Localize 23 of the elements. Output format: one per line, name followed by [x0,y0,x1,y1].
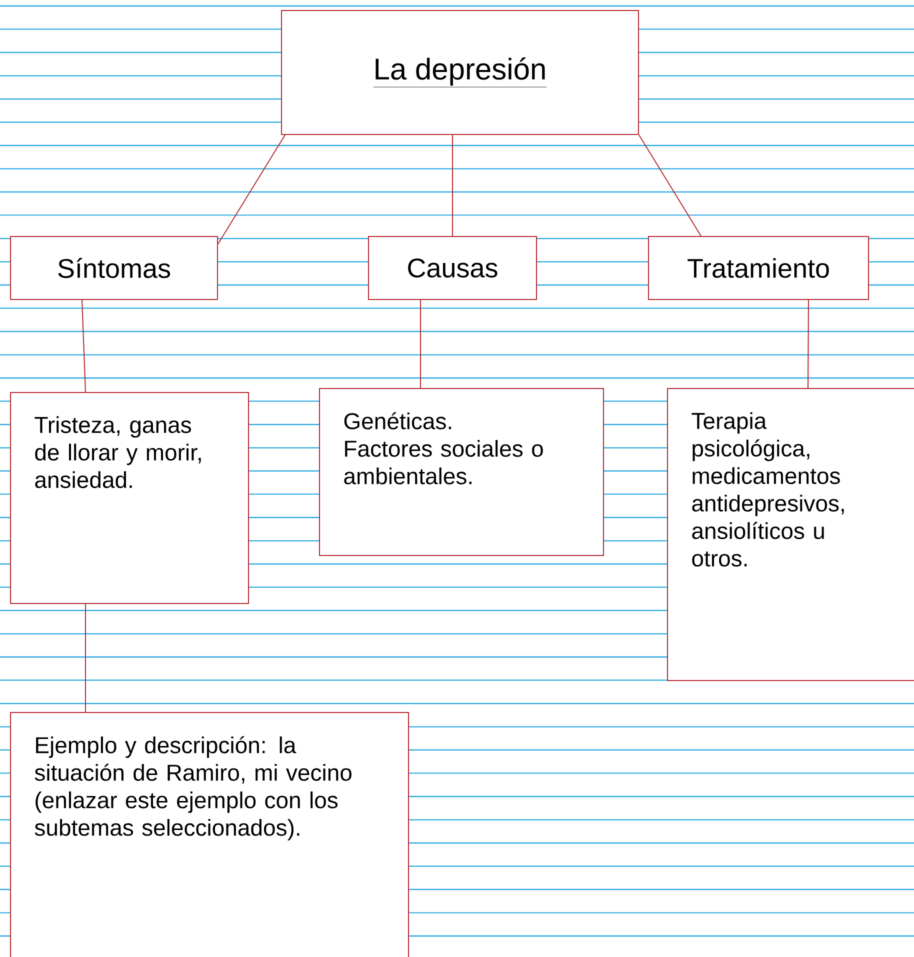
heading-text: Síntomas [58,258,170,278]
note-box [10,712,409,957]
connector-line [420,300,421,388]
category-box [648,236,869,300]
connector-line [218,134,286,244]
note-text: Genéticas. Factores sociales o ambientales. [344,412,543,484]
note-text: Tristeza, ganas de llorar y morir, ansiedad. [34,416,201,488]
category-box [368,236,537,300]
note-text: Terapia psicológica, medicamentos antidepresivos, ansiolíticos u otros. [692,412,844,567]
note-box [10,392,249,604]
connector-line [638,134,702,236]
category-box [10,236,218,300]
connector-line [808,300,809,388]
heading-text: La depresión [373,57,547,88]
note-box [319,388,604,556]
connector-line [85,604,86,712]
connector-line [82,300,86,392]
note-text: Ejemplo y descripción: la situación de Ramiro, mi vecino (enlazar este ejemplo con los subtemas seleccionados). [34,736,352,840]
title-box [281,10,639,135]
heading-text: Causas [408,258,498,278]
heading-text: Tratamiento [688,258,829,278]
connector-line [452,134,453,236]
note-box [667,388,914,681]
